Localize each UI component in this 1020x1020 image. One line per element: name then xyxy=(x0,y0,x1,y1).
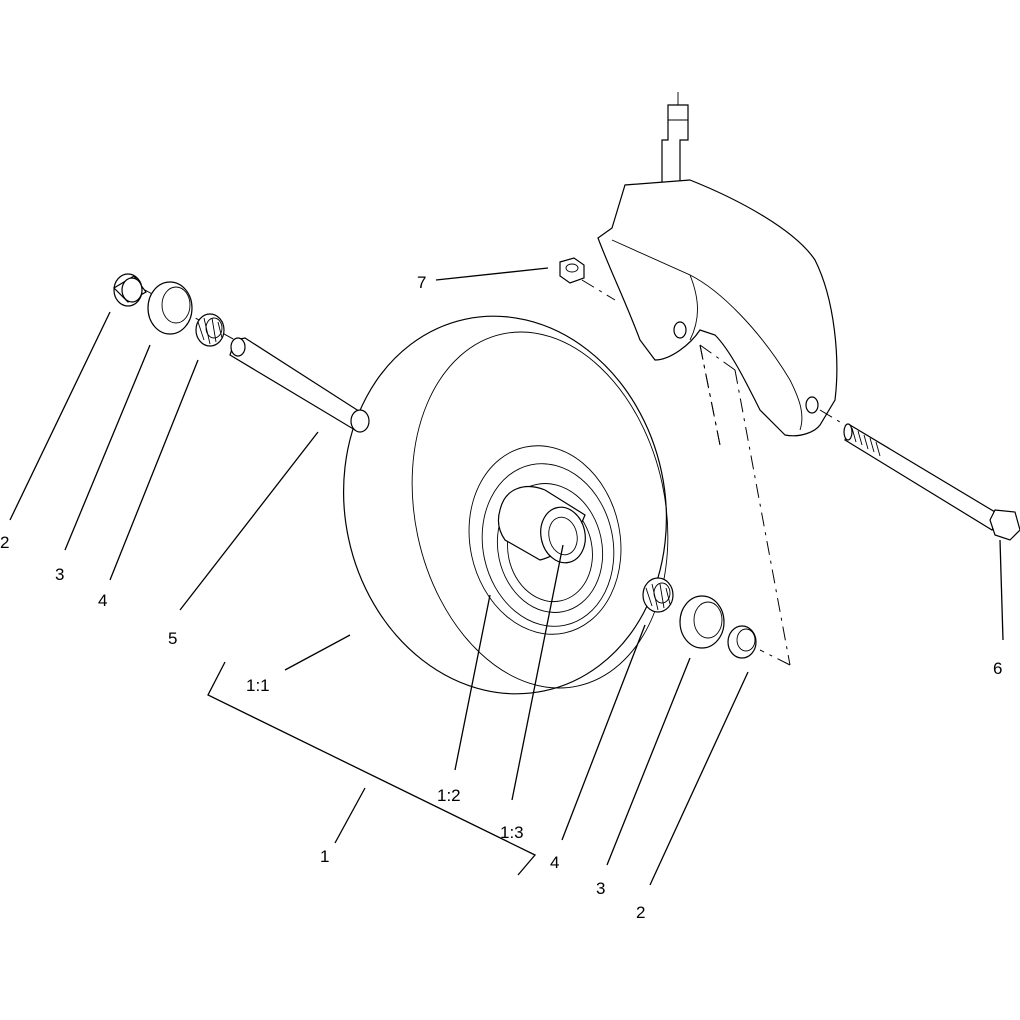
fork-hole-left xyxy=(673,321,687,339)
bolt xyxy=(843,423,1020,541)
callout-1-3: 1:3 xyxy=(500,823,524,842)
callout-3-right: 3 xyxy=(596,879,605,898)
cone-bearing-left xyxy=(195,313,225,347)
callout-7: 7 xyxy=(417,273,426,292)
wheel xyxy=(342,315,669,695)
callout-2-left: 2 xyxy=(0,533,9,552)
nut xyxy=(559,257,585,284)
spacer-right xyxy=(727,625,757,659)
cone-bearing-right xyxy=(642,577,674,613)
callout-3-left: 3 xyxy=(55,565,64,584)
axle-tube xyxy=(229,337,370,433)
tire-inner-wall xyxy=(411,331,669,689)
fork-hole-right xyxy=(805,396,819,414)
callout-6: 6 xyxy=(993,659,1002,678)
rim xyxy=(496,483,604,613)
callout-1-1: 1:1 xyxy=(246,676,270,695)
bearing-cup-right xyxy=(679,595,725,649)
bearing-cup-left xyxy=(147,281,193,335)
spacer-left xyxy=(113,273,147,307)
callout-1: 1 xyxy=(320,847,329,866)
callout-1-2: 1:2 xyxy=(437,786,461,805)
callout-5: 5 xyxy=(168,629,177,648)
callout-4-right: 4 xyxy=(550,853,559,872)
leader-lines xyxy=(9,267,1004,886)
callout-labels: 2 3 4 5 1:1 1:2 1:3 1 4 3 2 6 7 xyxy=(0,273,1002,922)
callout-2-right: 2 xyxy=(636,903,645,922)
caster-fork xyxy=(597,92,838,437)
callout-4-left: 4 xyxy=(98,591,107,610)
